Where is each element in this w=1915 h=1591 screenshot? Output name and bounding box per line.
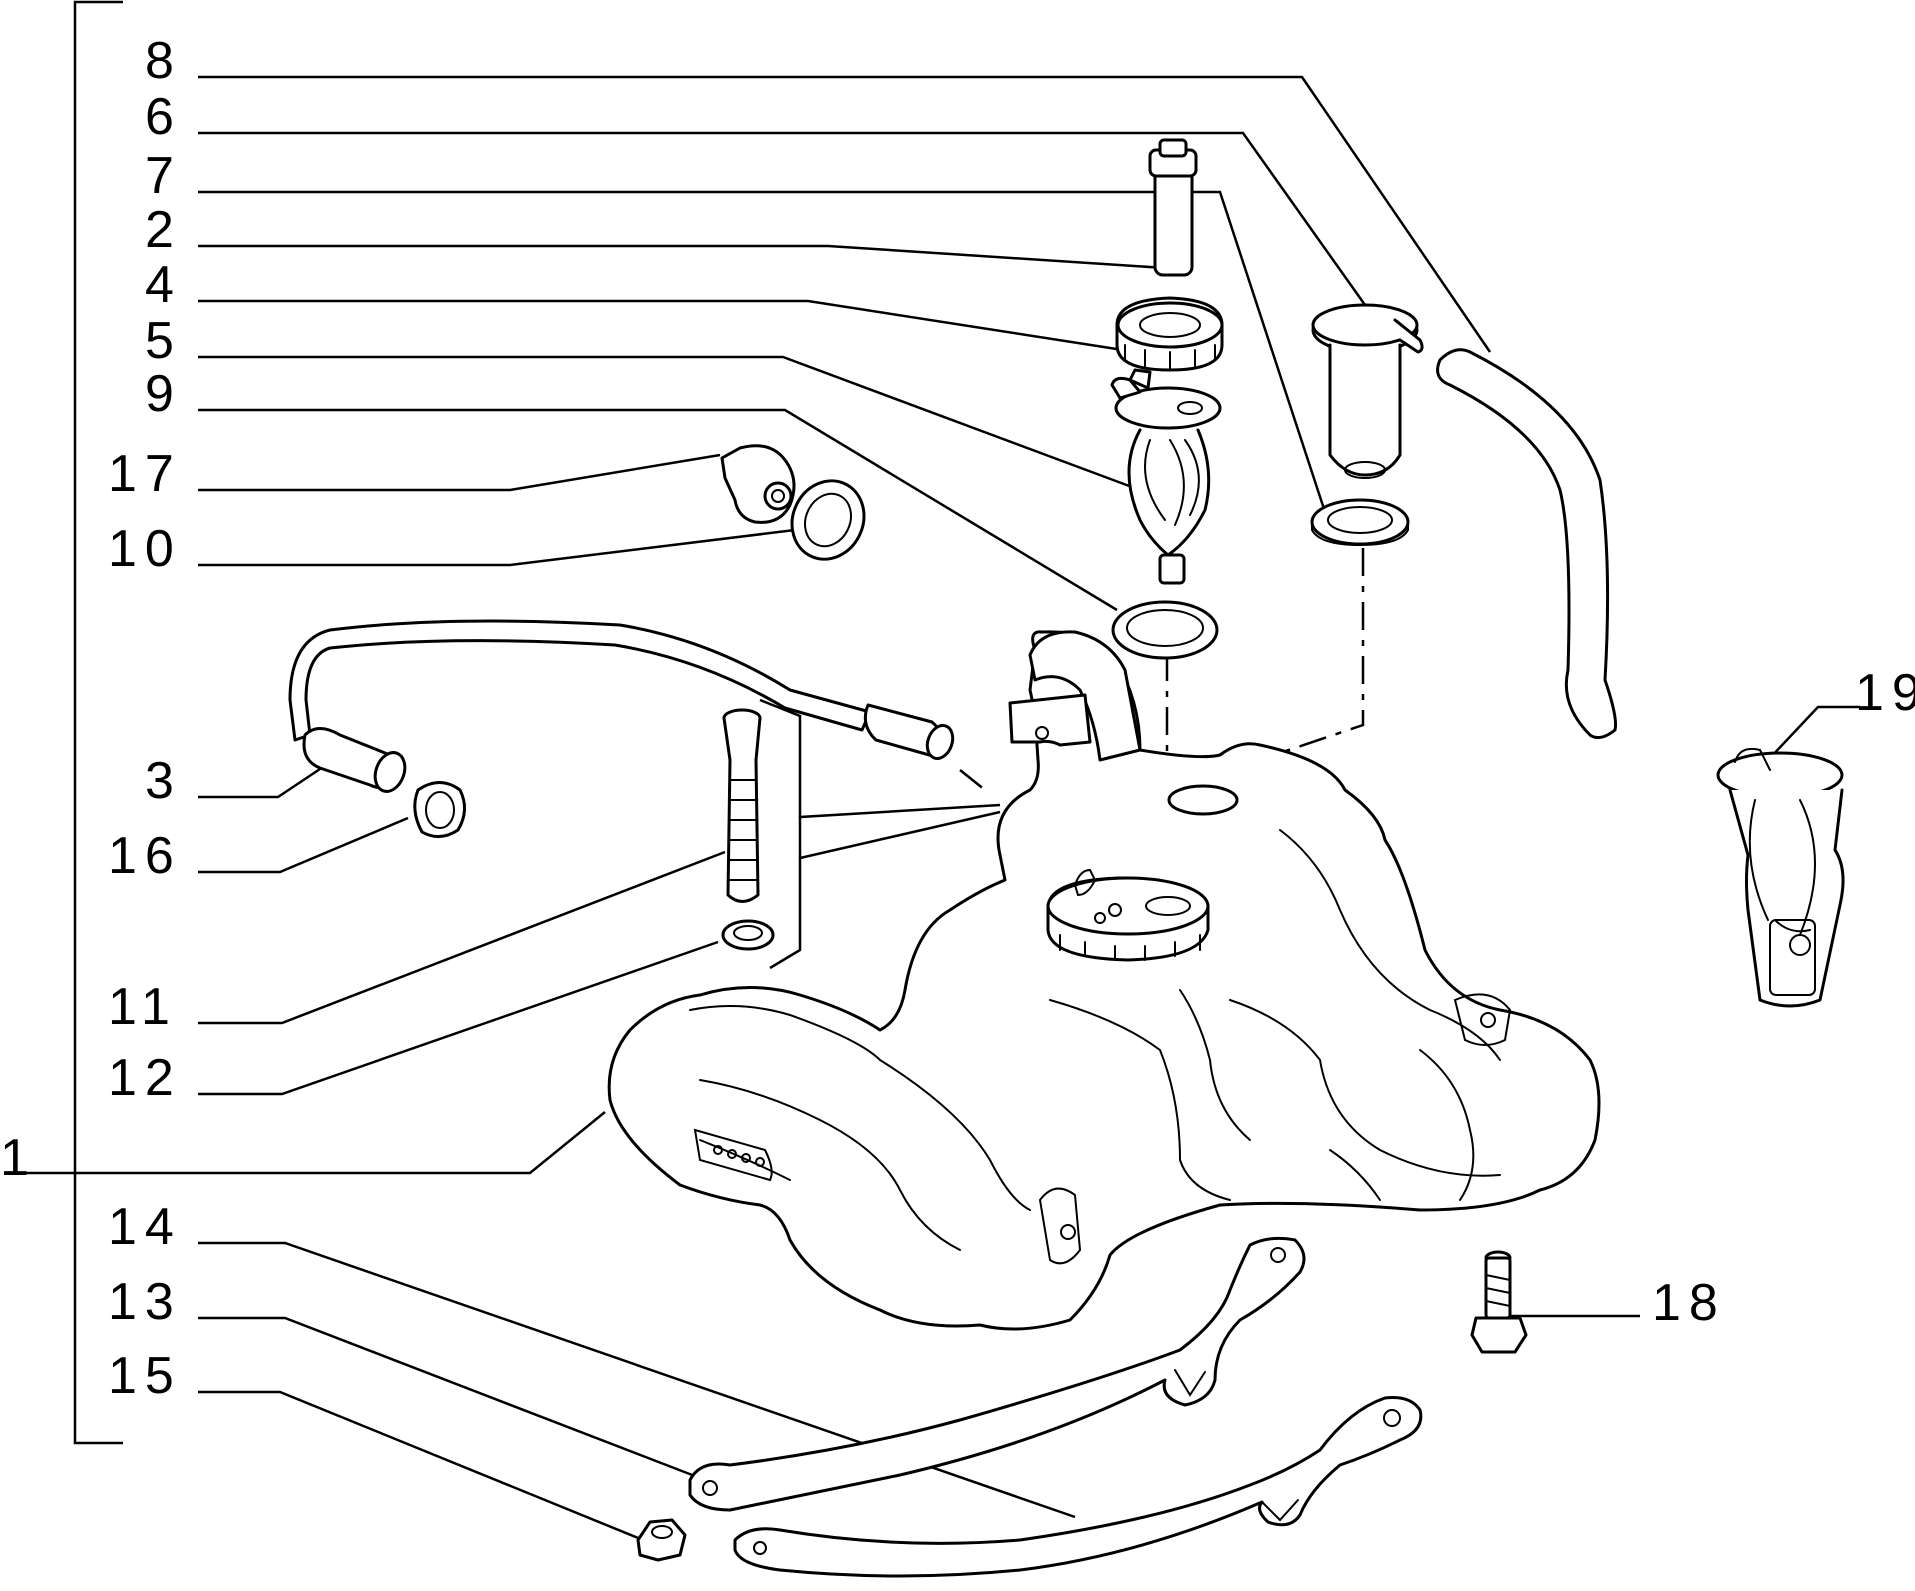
assembly-bracket [73, 0, 123, 1445]
leader-2 [198, 244, 1166, 270]
part-9-seal [1111, 600, 1219, 660]
callout-17: 17 [108, 445, 182, 503]
leader-1 [25, 1111, 606, 1175]
part-12-clamp [721, 919, 775, 951]
part-19-pump-assembly [1716, 747, 1845, 1008]
part-2-sender-tube [1148, 138, 1198, 277]
callout-3: 3 [145, 752, 182, 810]
leader-16 [198, 816, 409, 874]
leader-12 [198, 940, 719, 1096]
callout-5: 5 [145, 312, 182, 370]
callout-19: 19 [1855, 664, 1915, 722]
leader-11 [198, 850, 726, 1025]
part-16-clip [413, 781, 466, 838]
leader-lines [25, 75, 1860, 1544]
leader-6 [198, 131, 1372, 313]
leader-4 [198, 299, 1124, 352]
callout-1: 1 [0, 1129, 37, 1187]
leader-10 [198, 528, 796, 567]
callout-14: 14 [108, 1198, 182, 1256]
leader-15 [198, 1390, 649, 1544]
part-15-nut [636, 1518, 687, 1562]
callout-16: 16 [108, 827, 182, 885]
leader-19 [1767, 705, 1860, 761]
part-3-fuel-line [288, 619, 955, 793]
leader-13 [198, 1316, 701, 1480]
part-4-lock-ring [1115, 296, 1224, 372]
part-17-cap [720, 444, 796, 524]
callout-11: 11 [108, 978, 178, 1036]
part-6-canister [1311, 303, 1424, 479]
callout-6: 6 [145, 88, 182, 146]
leader-17 [198, 453, 721, 492]
leader-3 [198, 765, 324, 799]
part-13-strap [733, 1396, 1423, 1578]
callout-13: 13 [108, 1273, 182, 1331]
callout-numbers: 8 6 7 2 4 5 9 17 10 3 16 11 12 1 14 13 1… [0, 32, 1915, 1405]
part-5-pump-module [1110, 368, 1222, 585]
leader-8 [198, 75, 1492, 353]
callout-18: 18 [1652, 1274, 1726, 1332]
part-1-fuel-tank [607, 630, 1601, 1331]
callout-12: 12 [108, 1049, 182, 1107]
leader-9 [198, 408, 1118, 612]
callout-7: 7 [145, 147, 182, 205]
part-10-grommet [790, 479, 866, 561]
part-14-strap [688, 1236, 1306, 1512]
part-8-vent-hose [1436, 348, 1617, 740]
leader-7 [198, 190, 1327, 513]
callout-10: 10 [108, 520, 182, 578]
callout-9: 9 [145, 365, 182, 423]
callout-2: 2 [145, 201, 182, 259]
leader-14 [198, 1241, 1076, 1519]
leader-filler-bracket [759, 698, 1001, 819]
callout-8: 8 [145, 32, 182, 90]
leader-5 [198, 355, 1141, 492]
part-18-bolt [1470, 1250, 1528, 1354]
callout-4: 4 [145, 256, 182, 314]
leader-filler-bracket-2 [769, 810, 1001, 970]
part-11-filler-hose [722, 708, 762, 903]
part-7-seal [1310, 498, 1410, 547]
callout-15: 15 [108, 1347, 182, 1405]
